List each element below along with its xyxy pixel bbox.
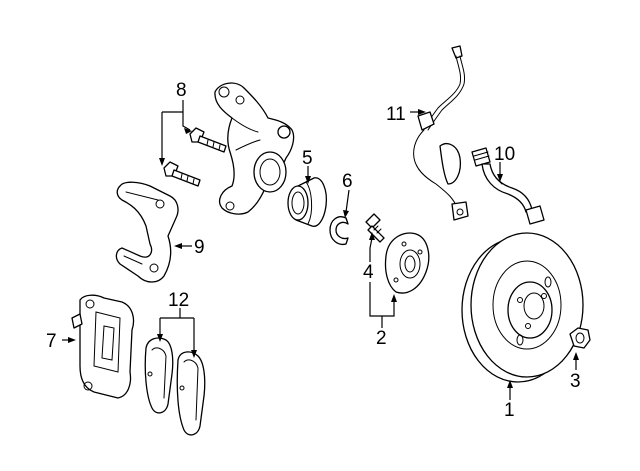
callout-caliper-support: 9 [194, 237, 205, 258]
wheel-hub [384, 232, 430, 294]
callout-snap-ring: 6 [342, 171, 353, 192]
brake-pad-inner [144, 337, 174, 414]
leader-lines [62, 100, 579, 400]
steering-knuckle [214, 82, 295, 215]
callout-bearing: 5 [302, 148, 313, 169]
brake-pad-outer [176, 351, 206, 436]
callout-caliper: 7 [46, 331, 57, 352]
brake-caliper [71, 294, 135, 399]
callout-brake-hose: 10 [494, 144, 515, 165]
snap-ring [329, 216, 349, 246]
brake-rotor [461, 232, 584, 383]
callout-nut: 3 [570, 371, 581, 392]
brake-hose [471, 147, 545, 225]
callout-brake-pads: 12 [168, 290, 189, 311]
callout-hub-bolt: 4 [363, 262, 374, 283]
caliper-support-bracket [115, 181, 179, 283]
wheel-bearing [287, 177, 328, 227]
abs-sensor-wire [413, 45, 469, 221]
caliper-bolt-lower [163, 161, 201, 187]
callout-rotor: 1 [504, 400, 515, 421]
callout-hub: 2 [376, 328, 387, 349]
callout-labels: 8 5 6 9 4 2 11 10 12 7 1 3 [46, 80, 581, 421]
callout-caliper-bolts: 8 [176, 80, 187, 101]
caliper-bolt-upper [189, 127, 227, 153]
hub-nut [569, 327, 591, 349]
callout-abs-sensor: 11 [386, 104, 406, 125]
hub-bolt [365, 213, 385, 243]
